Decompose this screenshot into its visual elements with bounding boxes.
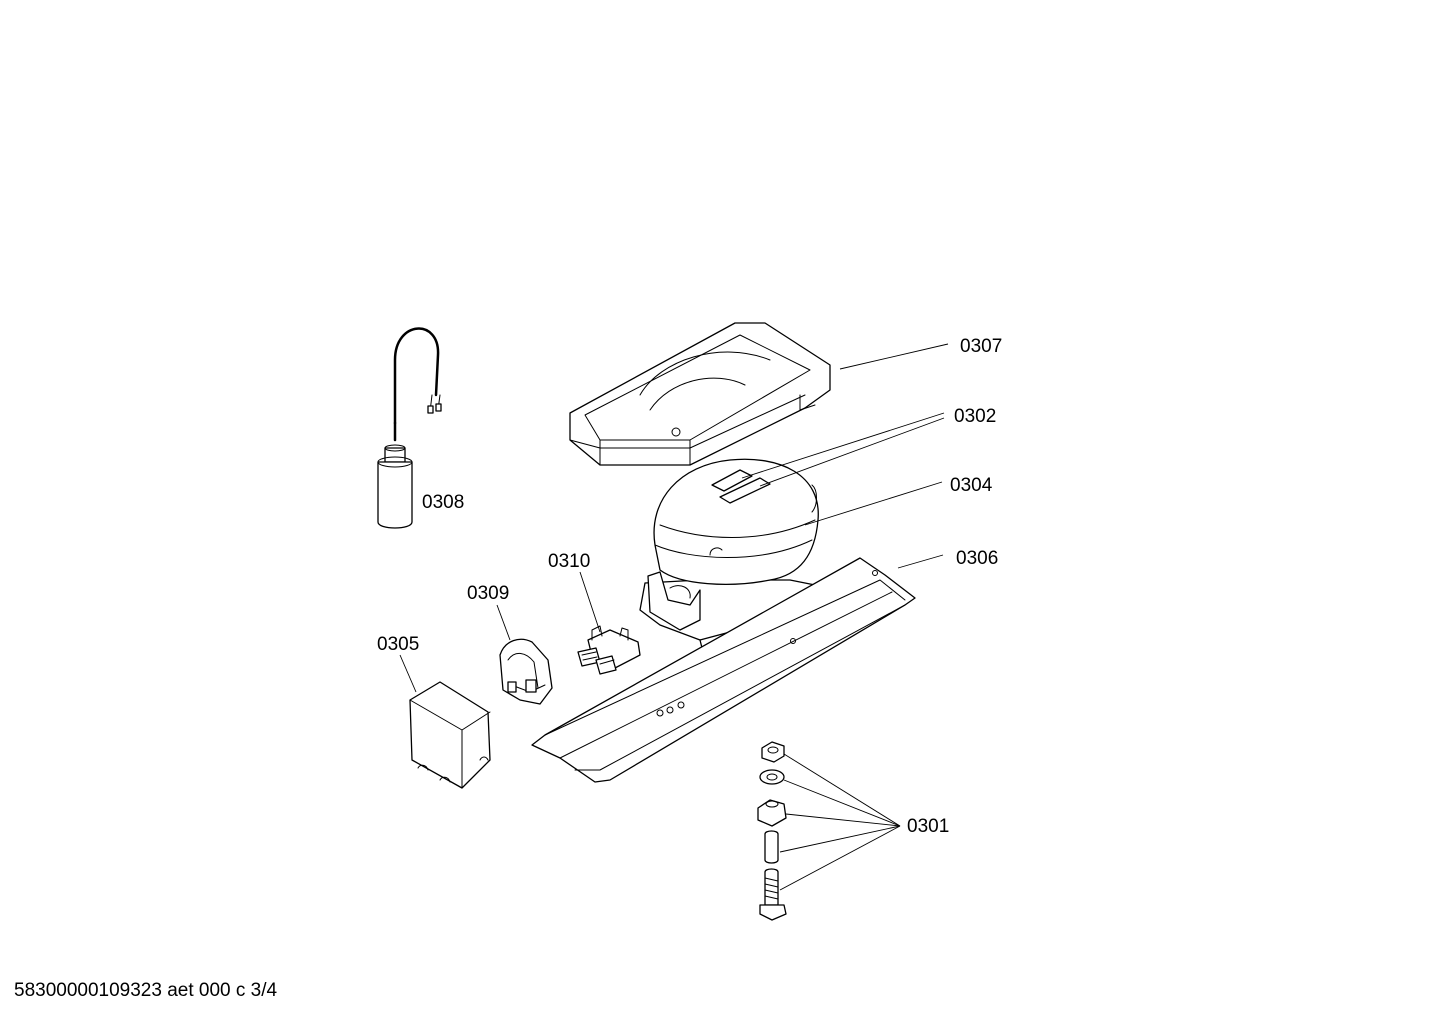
leader-0306 <box>897 554 944 569</box>
part-0305-cover <box>409 681 491 789</box>
leader-0309 <box>496 604 511 641</box>
document-id: 58300000109323 aet 000 c 3/4 <box>14 980 278 1001</box>
part-0307-tray <box>569 322 831 466</box>
label-0309: 0309 <box>467 583 509 604</box>
leader-0301-c <box>785 813 901 827</box>
label-0301: 0301 <box>907 816 949 837</box>
part-0306-mounting-rail <box>531 557 916 783</box>
leader-0304 <box>804 481 943 526</box>
leader-0305 <box>399 654 417 693</box>
leader-0307 <box>839 343 949 370</box>
leader-0310 <box>579 571 601 633</box>
leader-0302-a <box>741 412 945 479</box>
label-0310: 0310 <box>548 551 590 572</box>
part-0309-relay <box>499 638 553 705</box>
leader-0302-b <box>759 417 945 487</box>
leader-0301-d <box>779 825 901 853</box>
leader-0301-a <box>783 753 901 827</box>
part-0308-capacitor <box>377 327 442 529</box>
label-0307: 0307 <box>960 336 1002 357</box>
part-0301-fastener-set <box>757 741 787 921</box>
label-0302: 0302 <box>954 406 996 427</box>
label-0308: 0308 <box>422 492 464 513</box>
label-0304: 0304 <box>950 475 993 496</box>
label-0306: 0306 <box>956 548 998 569</box>
leader-0301-e <box>779 825 901 891</box>
part-0310-terminal-clamp <box>577 625 641 675</box>
label-0305: 0305 <box>377 634 419 655</box>
leader-0301-b <box>783 779 901 827</box>
